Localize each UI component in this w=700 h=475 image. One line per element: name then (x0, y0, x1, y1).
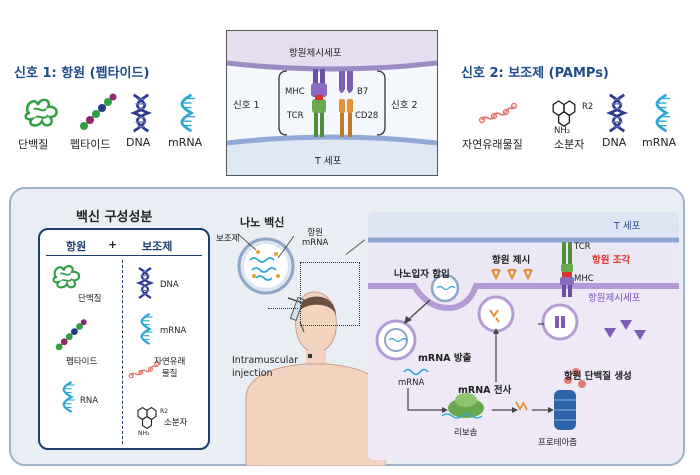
nano-antigen-mrna-label: 항원 mRNA (302, 228, 329, 248)
antigen-item-protein: 단백질 (78, 294, 102, 304)
signal2-item-mrna: mRNA (642, 136, 677, 149)
r2-label: R2 (582, 102, 594, 112)
mrna-icon (58, 380, 76, 414)
dna-icon (136, 266, 154, 300)
adjuvant-item-dna: DNA (160, 280, 179, 290)
release-label: mRNA 방출 (418, 353, 472, 364)
mhc-label: MHC (285, 87, 305, 97)
proteasome-label: 프로테아좀 (538, 438, 578, 448)
plus-sign: + (108, 238, 118, 251)
injection-dotted-box (300, 262, 360, 326)
uptake-label: 나노입자 함입 (394, 269, 450, 280)
cell-apc-label: 항원제시세포 (588, 293, 641, 304)
nh2-label: NH₂ (138, 430, 150, 437)
cell-mhc-label: MHC (574, 274, 594, 284)
signal1-item-peptide: 펩타이드 (70, 138, 111, 151)
natural-compound-icon (478, 98, 518, 128)
signal1-item-mrna: mRNA (168, 136, 203, 149)
signal1-item-dna: DNA (126, 136, 151, 149)
small-molecule-icon (132, 398, 162, 432)
signal1-item-protein: 단백질 (18, 138, 49, 151)
antigen-item-rna: RNA (80, 396, 99, 406)
ribosome-label: 리보솜 (454, 428, 478, 438)
presentation-label: 항원 제시 (492, 255, 531, 266)
adjuvant-item-mrna: mRNA (160, 326, 187, 336)
signal2-item-dna: DNA (602, 136, 627, 149)
adjuvant-header: 보조제 (142, 240, 173, 253)
peptide-icon (78, 92, 118, 132)
cell-scene (368, 212, 679, 460)
signal2-item-natural: 자연유래물질 (462, 138, 523, 151)
signal2-label: 신호 2 (391, 100, 418, 111)
small-molecule-icon (546, 90, 582, 130)
fragment-label: 항원 조각 (592, 255, 631, 266)
injection-label: Intramuscular injection (232, 355, 299, 379)
column-divider (122, 260, 123, 444)
mrna-icon (650, 93, 672, 133)
antigen-item-peptide: 펩타이드 (66, 357, 98, 367)
membranes (227, 31, 437, 175)
mrna-icon (136, 312, 154, 346)
cell-zoom-area: T 세포 항원제시세포 나노입자 함입 항원 제시 항원 조각 TCR MHC … (368, 212, 679, 460)
cell-tcr-label: TCR (574, 242, 591, 252)
protein-icon (50, 262, 84, 292)
r2-label: R2 (160, 408, 168, 415)
adjuvant-item-small-molecule: 소분자 (164, 418, 188, 428)
signal1-label: 신호 1 (233, 100, 260, 111)
b7-label: B7 (357, 87, 369, 97)
nanoparticle-icon (237, 233, 295, 295)
injection-pointer (268, 308, 298, 309)
dna-icon (606, 93, 628, 133)
header-divider (46, 255, 202, 256)
protein-production-label: 항원 단백질 생성 (564, 371, 632, 382)
cd28-label: CD28 (355, 111, 379, 121)
signal2-item-small-molecule: 소분자 (554, 138, 585, 151)
mrna-label: mRNA (398, 378, 425, 388)
signal2-title: 신호 2: 보조제 (PAMPs) (461, 66, 609, 81)
translation-label: mRNA 전사 (458, 385, 512, 396)
cell-t-cell-label: T 세포 (614, 221, 641, 232)
peptide-icon (54, 318, 88, 352)
nano-adjuvant-label: 보조제 (216, 234, 240, 244)
apc-tcell-diagram: 항원제시세포 신호 1 신호 2 MHC TCR B7 CD28 T 세포 (226, 30, 438, 176)
tcr-label: TCR (287, 111, 304, 121)
mrna-icon (175, 93, 197, 133)
nano-vaccine-title: 나노 백신 (240, 216, 285, 229)
protein-icon (22, 95, 62, 131)
antigen-header: 항원 (66, 240, 87, 253)
t-cell-label: T 세포 (315, 156, 342, 167)
signal1-title: 신호 1: 항원 (펩타이드) (14, 66, 150, 81)
apc-label: 항원제시세포 (289, 48, 342, 59)
nh2-label: NH₂ (554, 126, 571, 136)
adjuvant-item-natural: 자연유래 물질 (154, 357, 186, 379)
dna-icon (130, 93, 152, 133)
vaccine-title: 백신 구성성분 (76, 210, 153, 225)
